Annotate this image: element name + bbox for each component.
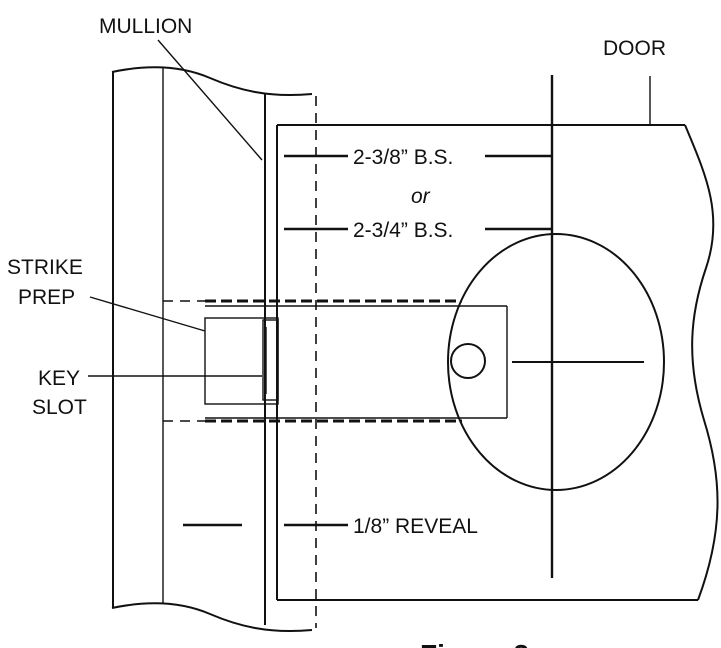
slot-label: SLOT: [32, 396, 87, 419]
strike-prep-leader: [89, 296, 206, 332]
key-label: KEY: [38, 367, 80, 390]
door-label: DOOR: [603, 37, 666, 60]
leaders: [88, 39, 263, 377]
strike-plate: [204, 317, 279, 405]
strike-label: STRIKE: [7, 256, 83, 279]
reveal-label: 1/8” REVEAL: [353, 515, 478, 538]
lock-assembly: [163, 75, 665, 578]
mullion-bottom-break: [111, 602, 313, 633]
latch-hole: [450, 343, 486, 379]
dimension-lines: [183, 154, 552, 527]
mullion-top-break: [111, 66, 313, 97]
key-slot: [262, 319, 279, 401]
figure-caption: Figure 2: [420, 639, 529, 648]
mullion-leader: [157, 39, 263, 161]
lock-cylinder-circle: [447, 233, 665, 491]
mullion: [111, 66, 317, 633]
prep-label: PREP: [18, 286, 75, 309]
mullion-label: MULLION: [99, 15, 192, 38]
door: [276, 76, 719, 601]
backset-2-label: 2-3/4” B.S.: [353, 219, 453, 242]
or-label: or: [411, 185, 431, 208]
door-break-line: [684, 124, 719, 601]
backset-1-label: 2-3/8” B.S.: [353, 146, 453, 169]
